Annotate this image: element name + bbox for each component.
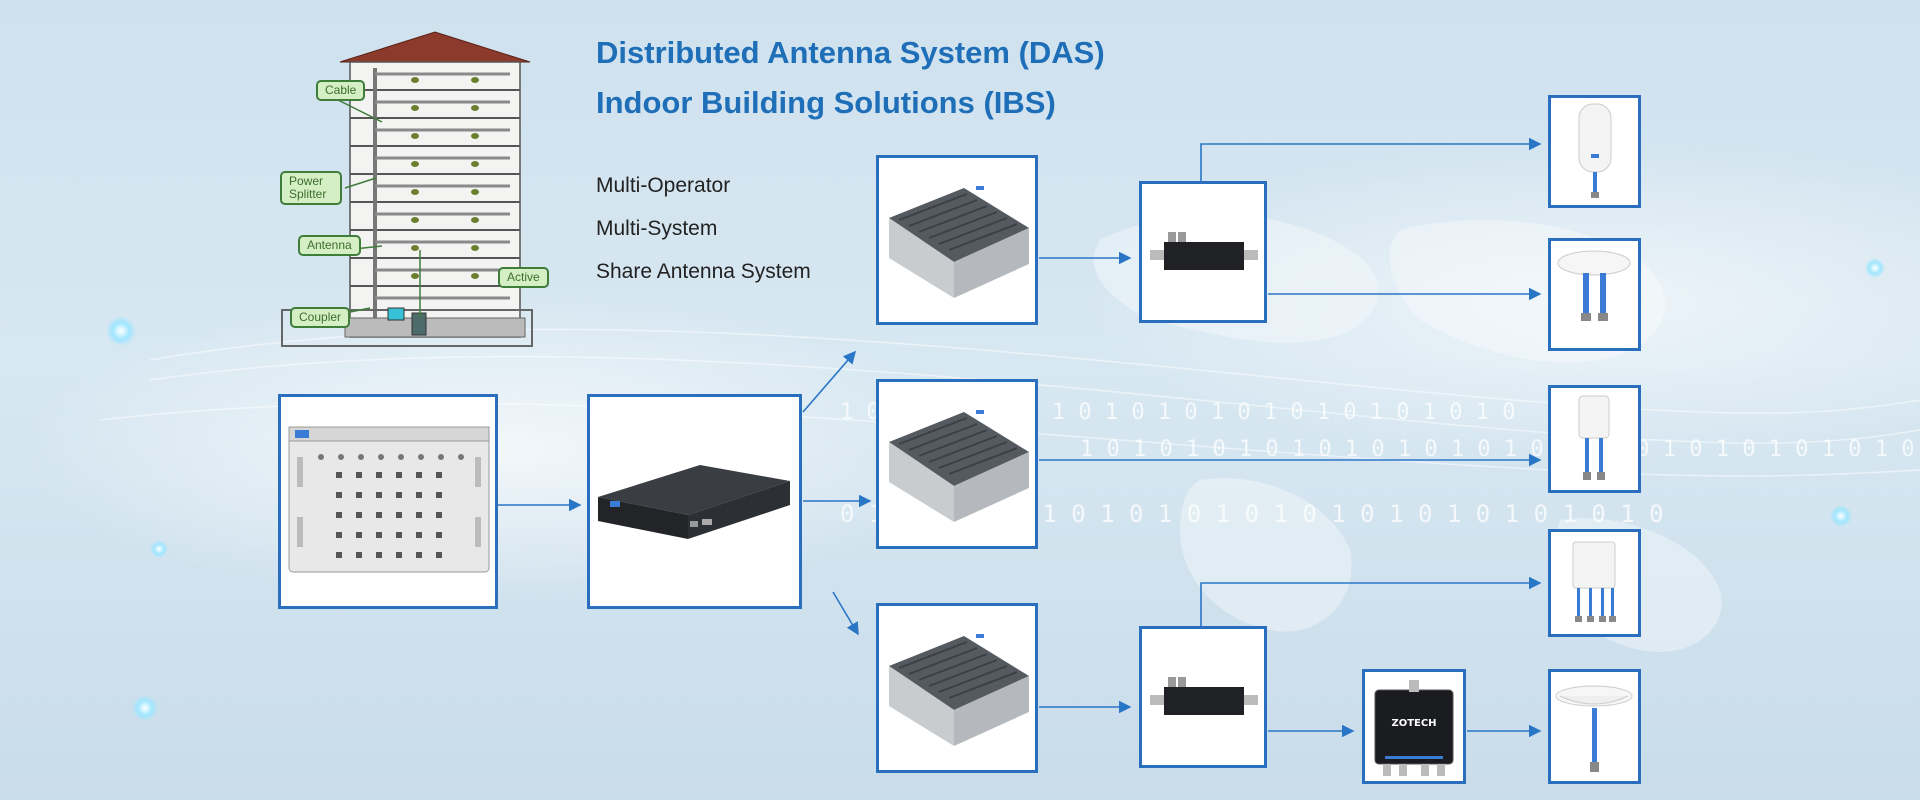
master-hub-box [587, 394, 802, 609]
dome-antenna-box [1548, 238, 1641, 351]
mimo-panel-antenna-box [1548, 529, 1641, 637]
power-splitter-label: Power Splitter [280, 171, 342, 205]
repeater-image [889, 632, 1029, 746]
panel-antenna-box [1548, 385, 1641, 493]
page-title-das: Distributed Antenna System (DAS) [596, 35, 1105, 70]
master-hub-image [598, 465, 790, 539]
poi-rack-box [278, 394, 498, 609]
page-title-ibs: Indoor Building Solutions (IBS) [596, 85, 1056, 120]
arrow-hub-to-repeater-top [802, 350, 857, 413]
arrow-splitter1-to-ceiling-antenna [1200, 137, 1542, 181]
building-das-illustration [281, 31, 533, 347]
repeater-box-top [876, 155, 1038, 325]
omni-ceiling-antenna-image [1578, 103, 1612, 198]
repeater-box-middle [876, 379, 1038, 549]
repeater-box-bottom [876, 603, 1038, 773]
arrow-hub-to-repeater-bottom [832, 591, 859, 636]
coupler-label: Coupler [290, 307, 351, 328]
mimo-panel-antenna-image [1572, 541, 1616, 622]
repeater-image [889, 408, 1029, 522]
feature-multi-system: Multi-System [596, 217, 718, 240]
arrow-splitter2-to-mimo-panel [1200, 576, 1542, 627]
binary-stream-2: 1 0 1 0 1 0 1 0 1 0 1 0 1 0 1 0 1 0 1 0 … [1080, 437, 1920, 462]
device-brand-label: ZOTECH [1391, 718, 1436, 729]
poi-rack-image [288, 426, 490, 573]
panel-antenna-image [1578, 395, 1610, 480]
glow-dot [132, 695, 158, 721]
cable-label: Cable [316, 80, 366, 101]
feature-multi-operator: Multi-Operator [596, 174, 731, 197]
repeater-image [889, 184, 1029, 298]
ufo-antenna-image [1555, 685, 1633, 772]
power-splitter-image [1150, 677, 1258, 715]
ceiling-antenna-box [1548, 95, 1641, 208]
antenna-label: Antenna [298, 235, 361, 256]
active-label: Active [498, 267, 549, 288]
splitter-box-top [1139, 181, 1267, 323]
ufo-antenna-box [1548, 669, 1641, 784]
glow-dot [106, 316, 136, 346]
dome-antenna-image [1557, 250, 1631, 321]
glow-dot [150, 540, 168, 558]
feature-share-antenna: Share Antenna System [596, 260, 811, 283]
coupler-device-box: ZOTECH [1362, 669, 1466, 784]
glow-dot [1830, 505, 1852, 527]
power-splitter-image [1150, 232, 1258, 270]
splitter-box-bottom [1139, 626, 1267, 768]
coupler-device-image: ZOTECH [1374, 680, 1454, 776]
glow-dot [1865, 258, 1885, 278]
